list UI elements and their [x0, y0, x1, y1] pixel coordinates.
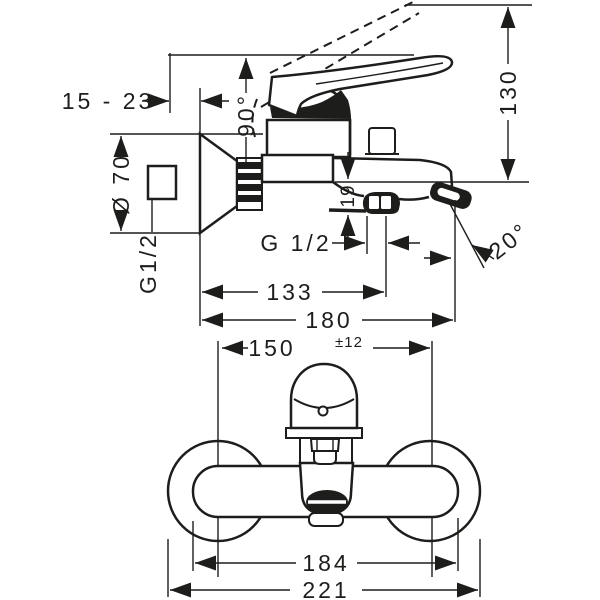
dim-label-connection-centers: 150 — [248, 335, 295, 361]
spout-profile — [328, 156, 454, 213]
dim-label-overall-depth: 180 — [305, 307, 352, 333]
dim-label-handle-swing: 90° — [233, 93, 259, 137]
dim-spout-reach: 133 — [202, 279, 384, 305]
dim-body-width: 184 — [192, 518, 459, 576]
diverter-knob-front-lower — [313, 450, 337, 465]
handle-dome-front — [285, 362, 363, 439]
front-view: 150 ±12 184 221 — [166, 334, 482, 600]
dim-label-overall-height: 130 — [495, 68, 521, 115]
cartridge-housing — [265, 118, 352, 159]
dim-label-inlet-thread: G1/2 — [135, 232, 161, 294]
mixer-body — [260, 153, 335, 184]
union-nut-threads — [236, 157, 263, 211]
handle-pin-hole — [317, 405, 329, 417]
spout-lower-lip — [308, 512, 344, 527]
diverter-knob-front-upper — [309, 438, 341, 452]
dim-wall-depth: 15 - 23 — [62, 88, 229, 114]
lever-edge-line — [315, 62, 444, 85]
spout-front — [298, 461, 355, 527]
dim-label-overall-width: 221 — [302, 577, 349, 600]
dim-label-body-width: 184 — [302, 550, 349, 576]
inlet-pipe-stub — [146, 164, 178, 201]
dim-handle-swing: 90° — [233, 58, 259, 162]
dim-label-wall-depth: 15 - 23 — [62, 88, 155, 114]
dim-overall-height: 130 — [495, 7, 521, 180]
dim-label-escutcheon-diameter: Ø 70 — [108, 153, 134, 215]
shower-outlet-connector — [362, 192, 400, 214]
handle-column-front — [299, 438, 353, 465]
dim-label-outlet-offset: 19 — [338, 184, 359, 207]
dim-connection-centers: 150 ±12 — [222, 334, 430, 361]
dim-escutcheon-diameter: Ø 70 — [108, 136, 134, 231]
dim-label-connection-tolerance: ±12 — [335, 334, 363, 351]
dim-shower-outlet-thread: G 1/2 — [260, 216, 451, 297]
escutcheon-cone — [198, 131, 239, 236]
dim-overall-width: 221 — [167, 539, 481, 600]
side-view: 15 - 23 Ø 70 G1/2 90° 130 19 — [62, 1, 534, 333]
dim-label-spout-reach: 133 — [266, 279, 313, 305]
dim-label-shower-outlet-thread: G 1/2 — [260, 230, 331, 256]
handle-base-ring — [285, 427, 363, 439]
dim-outlet-offset: 19 — [338, 152, 359, 240]
spout-aerator — [430, 182, 472, 209]
diverter-knob-side — [368, 127, 396, 155]
lever-neck-curve — [330, 89, 352, 155]
dim-overall-depth: 180 — [202, 307, 453, 333]
dim-spout-angle: 20° — [449, 200, 534, 322]
lever-handle-side — [267, 54, 454, 118]
